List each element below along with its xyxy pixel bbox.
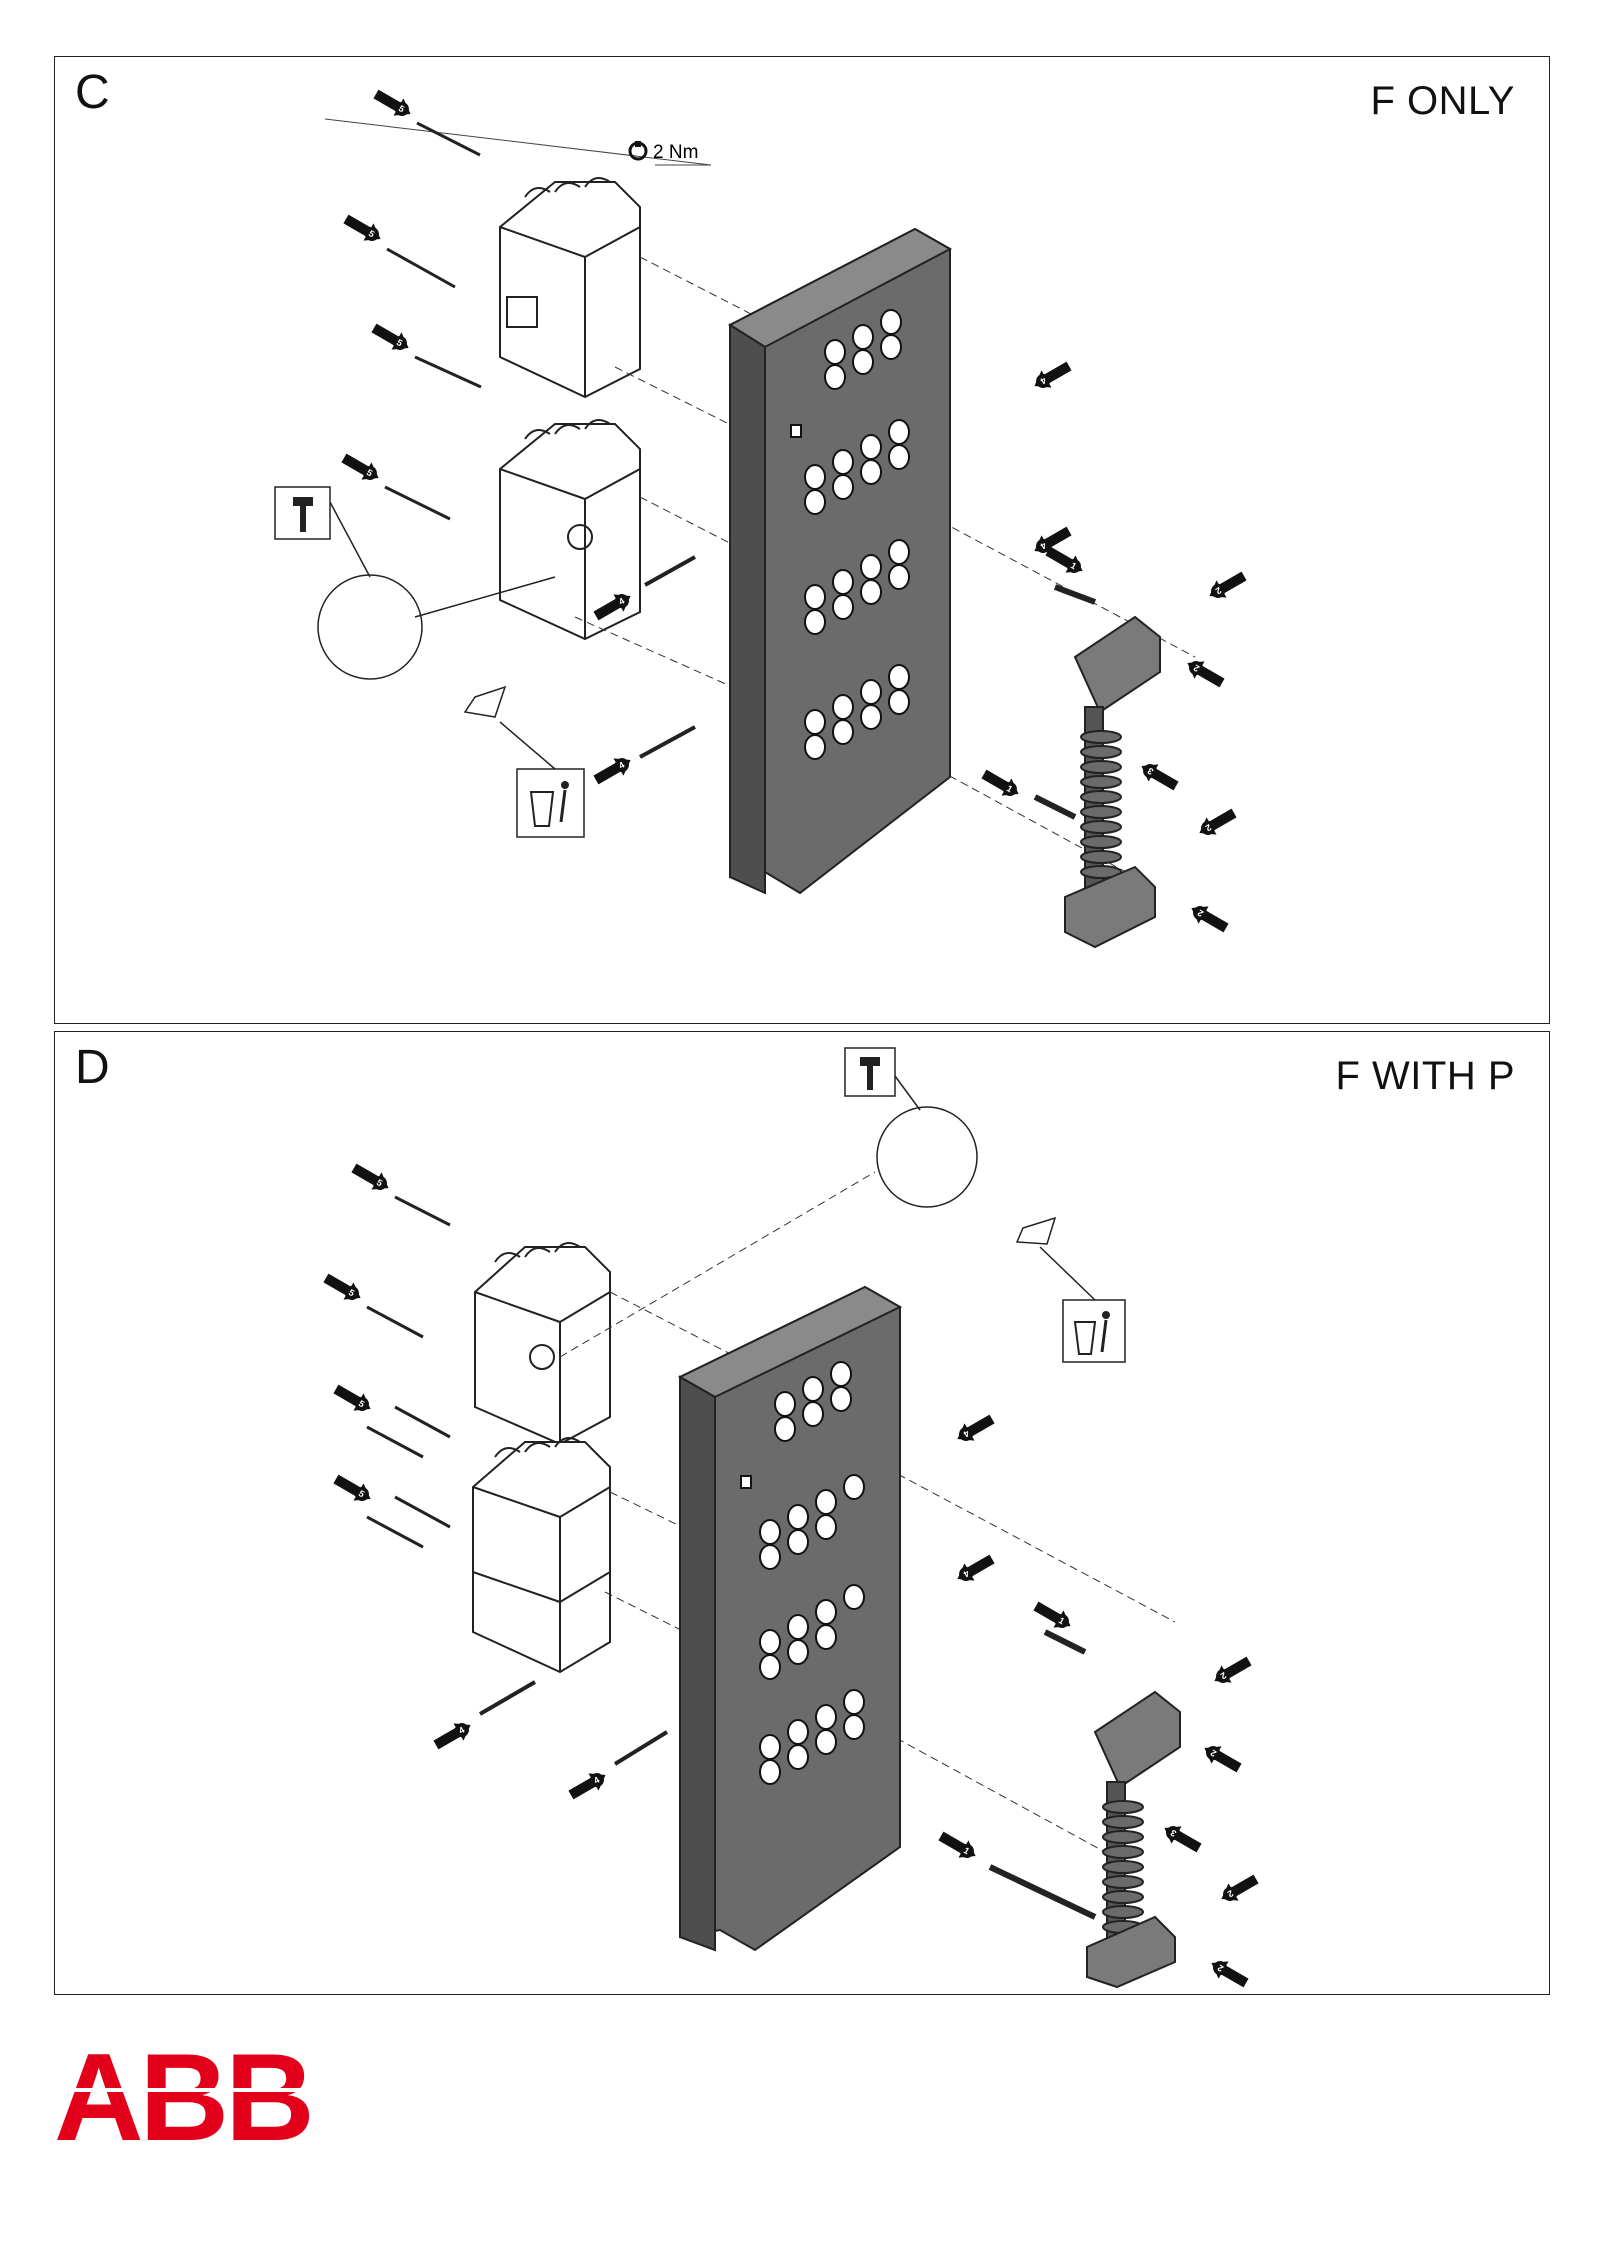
- step-arrow: 4: [957, 1554, 995, 1581]
- step-arrow: 4: [433, 1723, 471, 1750]
- assembly-drawing-d: 5 5 5 5 4 4 4 4 1 1 2 2 2 2 3: [323, 1047, 1259, 1989]
- detail-callout: [876, 1075, 1096, 1301]
- step-arrow: 5: [341, 453, 379, 480]
- step-arrow: 2: [1199, 808, 1237, 835]
- step-arrow: 1: [938, 1831, 976, 1858]
- svg-text:4: 4: [592, 1775, 601, 1786]
- step-arrow: 5: [343, 214, 381, 241]
- panel-variant-title: F ONLY: [1370, 79, 1515, 123]
- step-arrow: 3: [1141, 764, 1179, 791]
- spring-assembly: [1033, 584, 1161, 949]
- trash-bin-icon: [1062, 1299, 1126, 1363]
- svg-text:2: 2: [1219, 1670, 1228, 1681]
- step-arrow: 3: [1164, 1826, 1202, 1853]
- torque-icon: [628, 141, 648, 161]
- step-arrow: 5: [371, 323, 409, 350]
- svg-text:4: 4: [1039, 540, 1048, 551]
- step-arrow: 4: [593, 594, 631, 621]
- step-arrow: 2: [1214, 1656, 1252, 1683]
- svg-text:5: 5: [357, 1488, 366, 1499]
- step-arrow: 1: [981, 769, 1019, 796]
- hammer-icon: [274, 486, 331, 540]
- svg-text:4: 4: [457, 1725, 466, 1736]
- step-arrow: 5: [373, 89, 411, 116]
- breaker-upper: [474, 1242, 611, 1446]
- svg-text:1: 1: [1005, 783, 1014, 794]
- panel-variant-title: F WITH P: [1335, 1054, 1515, 1098]
- torque-value: 2 Nm: [653, 142, 698, 163]
- step-arrow: 4: [1034, 361, 1072, 388]
- torque-callout: 2 Nm: [324, 118, 712, 166]
- mounting-plate: [727, 227, 953, 895]
- plate-holes: [740, 1361, 865, 1785]
- step-arrow: 5: [333, 1474, 371, 1501]
- svg-text:5: 5: [367, 228, 376, 239]
- panel-d: D F WITH P: [54, 1031, 1550, 1995]
- abb-logo: ABB: [54, 2040, 314, 2150]
- svg-text:4: 4: [962, 1428, 971, 1439]
- svg-text:2: 2: [1196, 908, 1205, 919]
- step-arrows: 5 5 5 5 4 4 4 4 1 1 2 2 2 2 3: [323, 1163, 1259, 1988]
- svg-text:2: 2: [1214, 585, 1223, 596]
- svg-text:2: 2: [1209, 1748, 1218, 1759]
- svg-text:4: 4: [617, 760, 626, 771]
- svg-text:4: 4: [962, 1568, 971, 1579]
- abb-logo-text: ABB: [54, 2040, 311, 2150]
- panel-c: C F ONLY 2 Nm: [54, 56, 1550, 1024]
- step-arrow: 4: [957, 1414, 995, 1441]
- step-arrow: 1: [1033, 1601, 1071, 1628]
- svg-text:5: 5: [347, 1287, 356, 1298]
- svg-text:5: 5: [397, 103, 406, 114]
- svg-text:1: 1: [962, 1845, 971, 1856]
- screws-top: [384, 121, 482, 521]
- step-arrow: 5: [351, 1163, 389, 1190]
- svg-text:5: 5: [395, 337, 404, 348]
- step-arrow: 1: [1045, 546, 1083, 573]
- spring-assembly: [988, 1629, 1181, 1989]
- step-arrow: 4: [593, 758, 631, 785]
- svg-text:3: 3: [1169, 1828, 1178, 1839]
- step-arrow: 2: [1221, 1874, 1259, 1901]
- step-arrow: 2: [1191, 906, 1229, 933]
- svg-text:1: 1: [1069, 560, 1078, 571]
- svg-text:3: 3: [1146, 766, 1155, 777]
- hammer-icon: [844, 1047, 896, 1097]
- step-arrow: 5: [333, 1384, 371, 1411]
- plate-holes: [790, 309, 910, 760]
- trash-bin-icon: [516, 768, 585, 838]
- svg-text:2: 2: [1216, 1963, 1225, 1974]
- breaker-lower: [499, 419, 641, 641]
- svg-text:4: 4: [1039, 375, 1048, 386]
- step-arrows: 5 5 5 5 4 4 4 4 1 1 2 2 2 2 3: [341, 89, 1247, 933]
- assembly-drawing-c: 2 Nm: [274, 89, 1247, 949]
- svg-text:1: 1: [1057, 1615, 1066, 1626]
- step-arrow: 2: [1209, 571, 1247, 598]
- step-arrow: 2: [1204, 1746, 1242, 1773]
- svg-text:2: 2: [1226, 1888, 1235, 1899]
- detail-callout: [317, 501, 556, 770]
- step-arrow: 4: [1034, 526, 1072, 553]
- step-arrow: 2: [1187, 661, 1225, 688]
- svg-text:5: 5: [375, 1177, 384, 1188]
- screws-short: [639, 555, 696, 759]
- svg-text:5: 5: [365, 467, 374, 478]
- step-arrow: 5: [323, 1273, 361, 1300]
- breaker-upper: [499, 177, 641, 399]
- screws-top: [366, 1195, 451, 1549]
- step-arrow: 2: [1211, 1961, 1249, 1988]
- svg-text:2: 2: [1192, 663, 1201, 674]
- svg-text:4: 4: [617, 596, 626, 607]
- breaker-lower-plugin: [472, 1437, 611, 1674]
- svg-text:2: 2: [1204, 822, 1213, 833]
- step-arrow: 4: [568, 1773, 606, 1800]
- panel-letter: D: [75, 1041, 110, 1094]
- panel-letter: C: [75, 66, 110, 119]
- screws-short: [478, 1680, 669, 1766]
- svg-text:5: 5: [357, 1398, 366, 1409]
